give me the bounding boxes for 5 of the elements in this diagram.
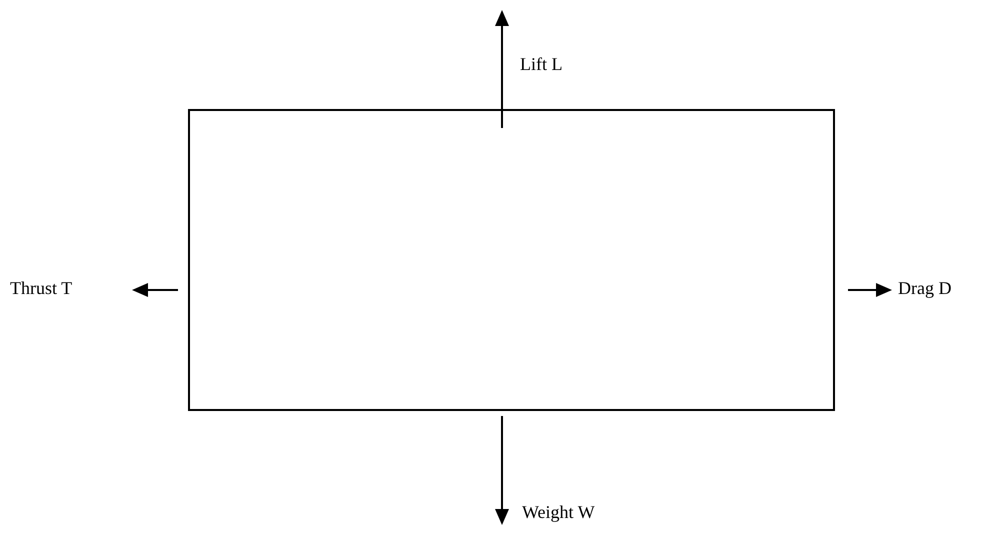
force-label: Weight W [522, 503, 595, 521]
force-label: Thrust T [10, 279, 72, 297]
force-label: Drag D [898, 279, 952, 297]
rectangle [188, 109, 835, 411]
force-label: Lift L [520, 55, 562, 73]
